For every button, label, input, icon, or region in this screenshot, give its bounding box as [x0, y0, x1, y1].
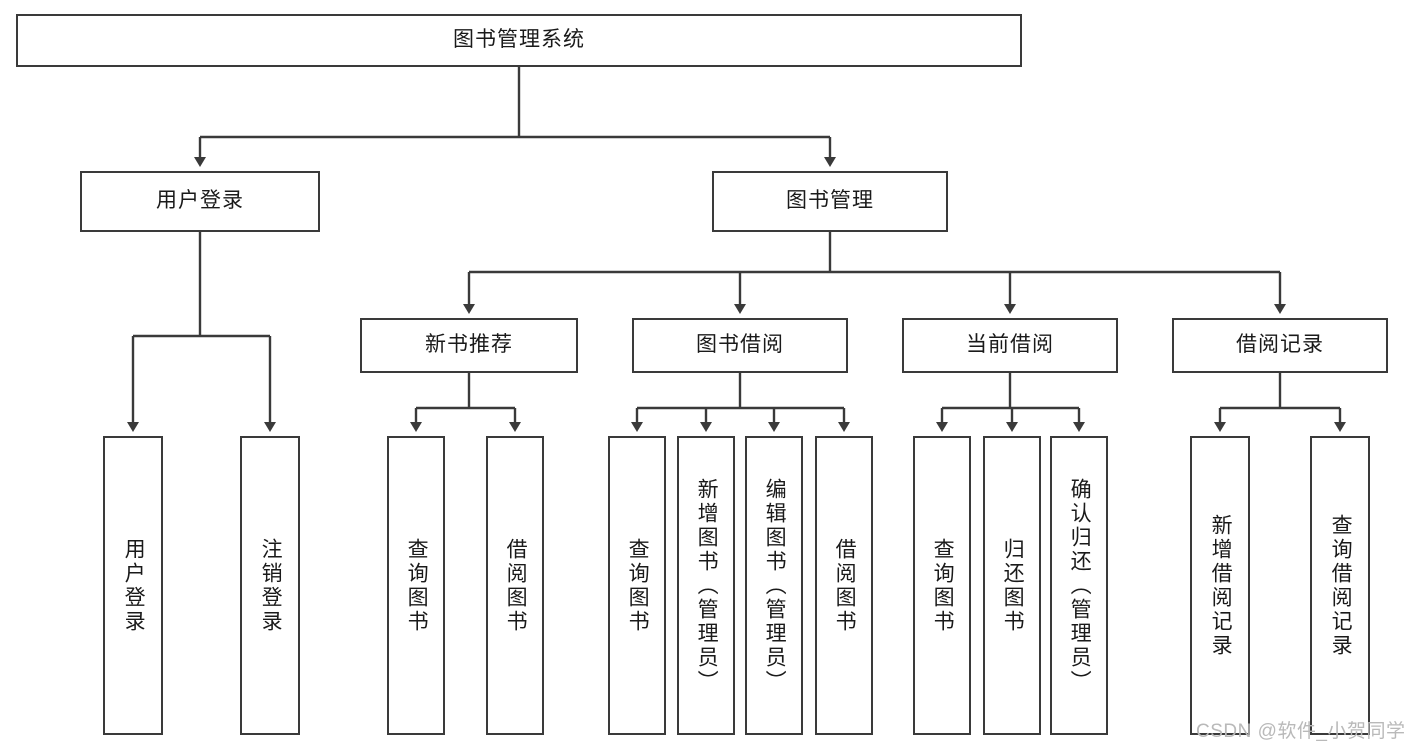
node-root[interactable]: 图书管理系统: [16, 14, 1022, 67]
leaf-node[interactable]: 新增图书（管理员）: [677, 436, 735, 735]
leaf-node-label: 查询图书: [405, 537, 429, 634]
leaf-node-label: 借阅图书: [504, 537, 528, 634]
leaf-node[interactable]: 借阅图书: [815, 436, 873, 735]
leaf-node-label: 编辑图书（管理员）: [763, 477, 787, 694]
leaf-node-label: 借阅图书: [833, 537, 857, 634]
leaf-node-label: 注销登录: [259, 537, 283, 634]
leaf-node[interactable]: 新增借阅记录: [1190, 436, 1250, 735]
node-book-borrow[interactable]: 图书借阅: [632, 318, 848, 373]
node-book-management[interactable]: 图书管理: [712, 171, 948, 232]
leaf-node[interactable]: 查询图书: [608, 436, 666, 735]
leaf-node-label: 查询借阅记录: [1329, 513, 1353, 658]
node-new-book-recommend-label: 新书推荐: [425, 333, 513, 357]
leaf-node[interactable]: 确认归还（管理员）: [1050, 436, 1108, 735]
leaf-node[interactable]: 查询借阅记录: [1310, 436, 1370, 735]
node-borrow-record[interactable]: 借阅记录: [1172, 318, 1388, 373]
leaf-node[interactable]: 借阅图书: [486, 436, 544, 735]
node-root-label: 图书管理系统: [453, 28, 585, 52]
node-book-management-label: 图书管理: [786, 189, 874, 213]
leaf-node[interactable]: 查询图书: [387, 436, 445, 735]
node-current-borrow[interactable]: 当前借阅: [902, 318, 1118, 373]
node-borrow-record-label: 借阅记录: [1236, 333, 1324, 357]
leaf-node[interactable]: 归还图书: [983, 436, 1041, 735]
leaf-node[interactable]: 编辑图书（管理员）: [745, 436, 803, 735]
leaf-node[interactable]: 注销登录: [240, 436, 300, 735]
node-new-book-recommend[interactable]: 新书推荐: [360, 318, 578, 373]
leaf-node[interactable]: 查询图书: [913, 436, 971, 735]
leaf-node-label: 查询图书: [626, 537, 650, 634]
leaf-node-label: 确认归还（管理员）: [1068, 477, 1092, 694]
node-book-borrow-label: 图书借阅: [696, 333, 784, 357]
node-user-login-label: 用户登录: [156, 189, 244, 213]
leaf-node[interactable]: 用户登录: [103, 436, 163, 735]
node-user-login[interactable]: 用户登录: [80, 171, 320, 232]
leaf-node-label: 新增借阅记录: [1209, 513, 1233, 658]
leaf-node-label: 新增图书（管理员）: [695, 477, 719, 694]
node-current-borrow-label: 当前借阅: [966, 333, 1054, 357]
leaf-node-label: 用户登录: [122, 537, 146, 634]
leaf-node-label: 归还图书: [1001, 537, 1025, 634]
csdn-watermark: CSDN @软件_小贺同学: [1196, 721, 1405, 742]
leaf-node-label: 查询图书: [931, 537, 955, 634]
